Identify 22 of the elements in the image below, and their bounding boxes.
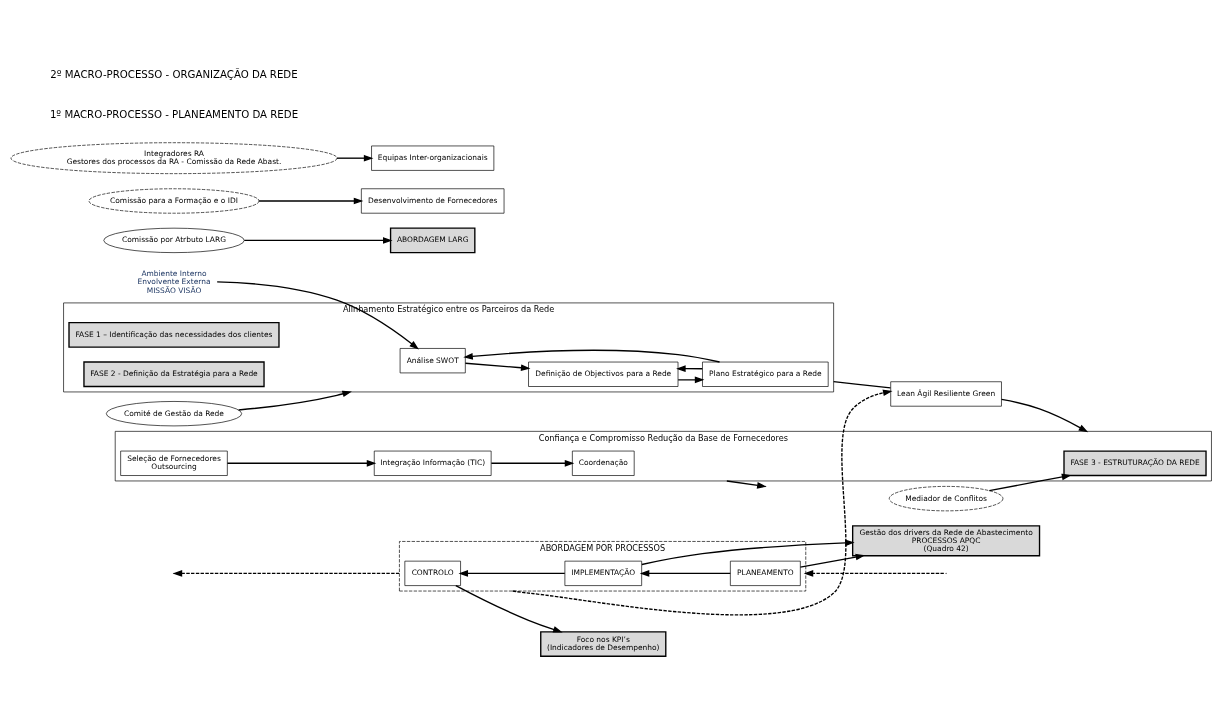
arrow <box>490 459 575 467</box>
connector <box>832 381 892 389</box>
arrow <box>336 154 374 162</box>
arrow <box>677 376 705 384</box>
arrow <box>455 584 563 633</box>
arrow <box>226 459 377 467</box>
arrow <box>458 570 566 577</box>
arrow <box>258 197 364 205</box>
label: 1º MACRO-PROCESSO - PLANEAMENTO DA REDE <box>49 108 299 120</box>
arrow <box>237 390 352 411</box>
arrow <box>799 553 866 568</box>
arrow <box>216 281 419 350</box>
arrow <box>511 389 893 616</box>
arrow <box>803 570 947 577</box>
arrow <box>243 237 393 244</box>
arrow <box>641 539 855 566</box>
arrow <box>988 473 1072 492</box>
arrow <box>463 349 721 363</box>
arrow <box>1000 398 1089 433</box>
arrow <box>464 362 531 372</box>
arrow <box>639 570 731 577</box>
label: 2º MACRO-PROCESSO - ORGANIZAÇÃO DA REDE <box>50 69 298 81</box>
